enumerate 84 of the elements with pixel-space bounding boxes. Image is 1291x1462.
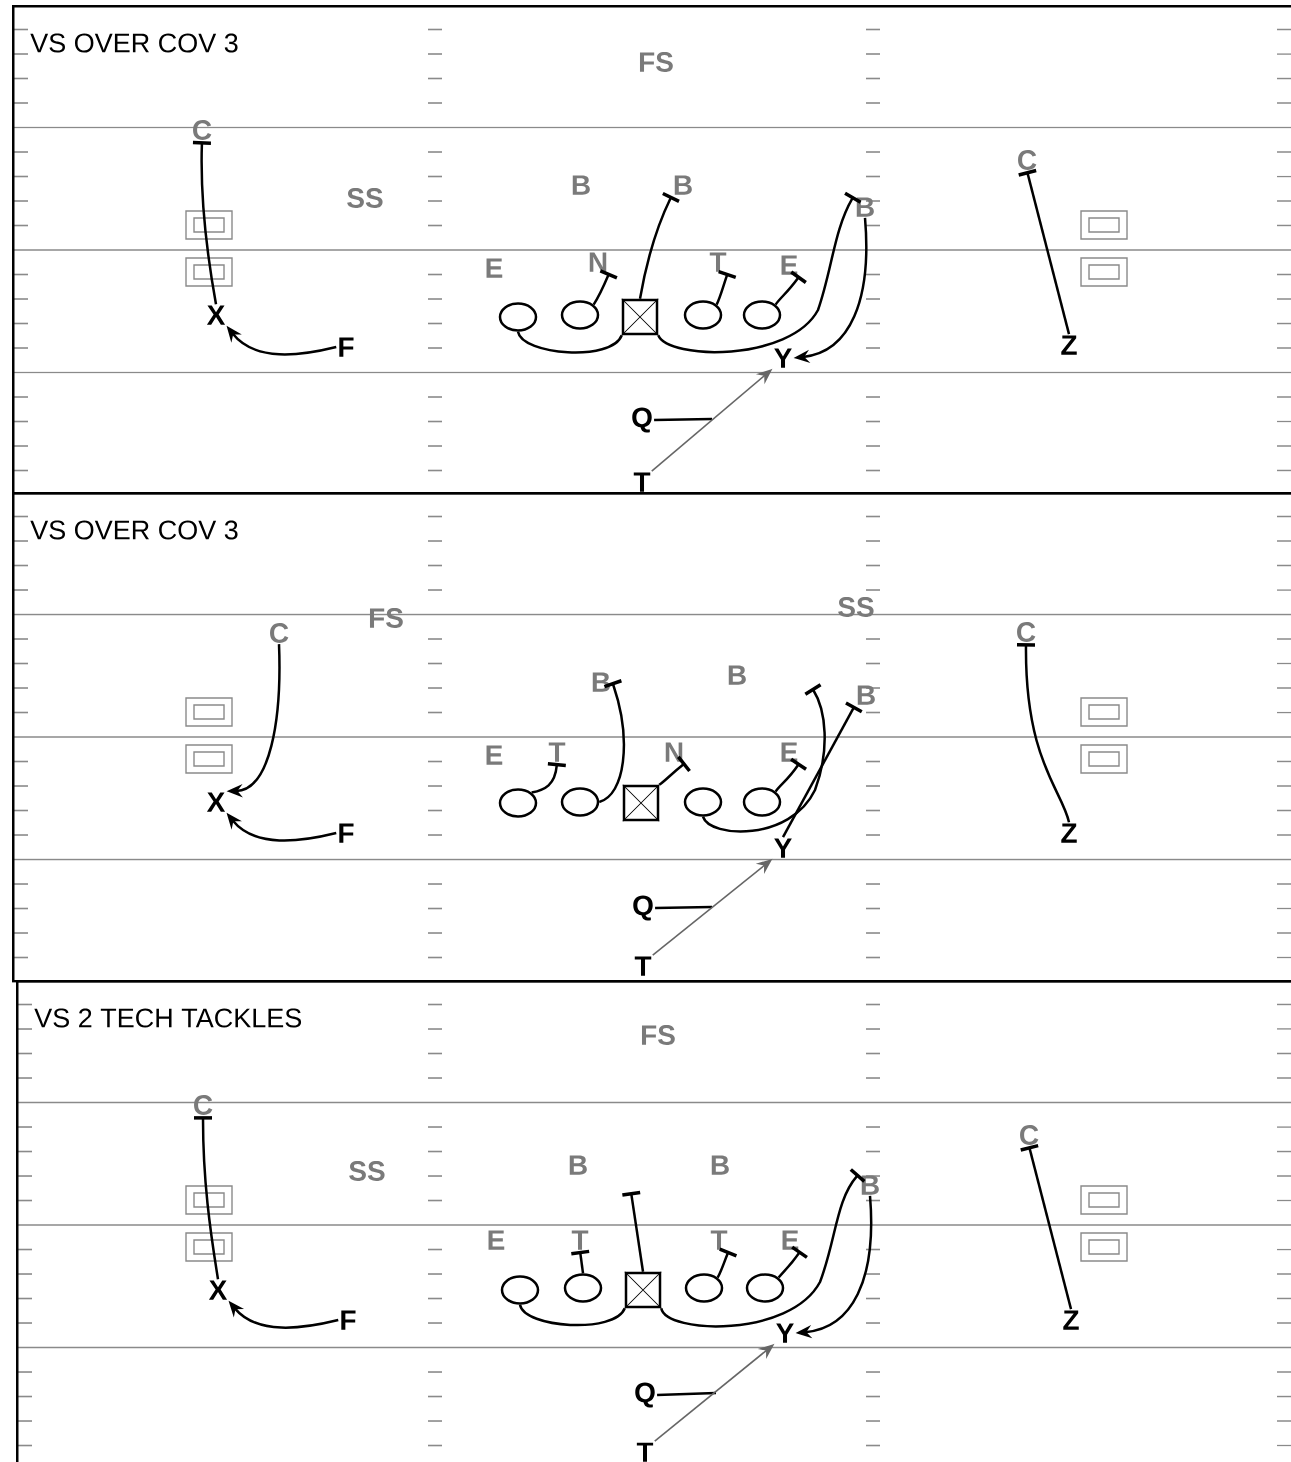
player-label: Q xyxy=(635,1382,655,1408)
lineman-circle xyxy=(742,787,782,817)
player-label: Y xyxy=(774,838,792,858)
player-label: F xyxy=(339,823,354,843)
route-line xyxy=(781,701,863,838)
play-panel xyxy=(12,5,1291,495)
player-label: X xyxy=(208,1280,228,1300)
route-line xyxy=(701,683,826,833)
defender-label: C xyxy=(1020,1125,1039,1145)
route-line xyxy=(657,1391,717,1397)
route-line xyxy=(194,1116,220,1280)
center-box xyxy=(624,1271,662,1309)
player-label: T xyxy=(636,1442,654,1462)
route-line xyxy=(774,270,807,306)
route-line xyxy=(518,1304,626,1327)
center-box xyxy=(621,298,659,336)
player-label: Z xyxy=(1061,335,1077,355)
center-box xyxy=(622,784,660,822)
lineman-circle xyxy=(563,1273,603,1303)
player-label: T xyxy=(634,956,652,976)
defender-label: SS xyxy=(838,597,874,617)
defender-label: B xyxy=(674,175,692,195)
lineman-circle xyxy=(742,300,782,330)
player-label: X xyxy=(206,792,226,812)
defender-label: C xyxy=(1018,150,1037,170)
lineman-circle xyxy=(683,787,723,817)
defender-label: FS xyxy=(640,52,673,72)
lineman-circle xyxy=(498,788,538,818)
route-line xyxy=(192,140,218,305)
defender-label: B xyxy=(728,665,746,685)
play-panel xyxy=(16,980,1291,1462)
defender-label: B xyxy=(861,1175,879,1195)
defender-label: T xyxy=(571,1230,589,1250)
route-line xyxy=(657,191,862,354)
defender-label: B xyxy=(569,1155,587,1175)
defender-label: E xyxy=(486,745,503,765)
panel-title: VS OVER COV 3 xyxy=(30,33,238,53)
route-line xyxy=(592,269,618,306)
defender-label: N xyxy=(589,252,607,272)
defender-label: B xyxy=(711,1155,729,1175)
defender-label: T xyxy=(710,1230,728,1250)
route-line xyxy=(715,270,737,306)
player-label: F xyxy=(341,1310,356,1330)
player-label: Q xyxy=(632,407,652,433)
defender-label: B xyxy=(857,685,875,705)
panel-title: VS OVER COV 3 xyxy=(30,520,238,540)
route-line xyxy=(1016,643,1071,823)
defender-label: SS xyxy=(347,188,383,208)
defender-label: T xyxy=(548,742,566,762)
player-label: X xyxy=(206,305,226,325)
lineman-circle xyxy=(500,1275,540,1305)
defender-label: B xyxy=(856,197,874,217)
player-label: Y xyxy=(774,348,792,368)
play-panel xyxy=(12,492,1291,983)
player-label: Y xyxy=(776,1323,794,1343)
lineman-circle xyxy=(498,302,538,332)
player-label: T xyxy=(633,472,651,492)
defender-label: E xyxy=(488,1230,505,1250)
defender-label: C xyxy=(270,623,289,643)
player-label: Q xyxy=(633,895,653,921)
lineman-circle xyxy=(560,300,600,330)
lineman-circle xyxy=(745,1273,785,1303)
player-label: F xyxy=(339,337,354,357)
route-line xyxy=(654,417,713,422)
route-line xyxy=(622,1190,645,1272)
defender-label: C xyxy=(1017,622,1036,642)
defender-label: B xyxy=(592,672,610,692)
defender-label: B xyxy=(572,175,590,195)
defender-label: SS xyxy=(349,1161,385,1181)
player-label: Z xyxy=(1063,1310,1079,1330)
lineman-circle xyxy=(684,1273,724,1303)
defender-label: T xyxy=(709,252,727,272)
route-line xyxy=(660,1168,866,1328)
route-line xyxy=(655,905,713,910)
lineman-circle xyxy=(683,300,723,330)
defender-label: FS xyxy=(642,1025,675,1045)
route-line xyxy=(531,762,566,794)
route-line xyxy=(516,331,623,354)
route-line xyxy=(598,679,625,804)
lineman-circle xyxy=(560,787,600,817)
route-line xyxy=(571,1249,590,1274)
panel-title: VS 2 TECH TACKLES xyxy=(34,1008,302,1028)
defender-label: E xyxy=(486,258,503,278)
player-label: Z xyxy=(1061,823,1077,843)
